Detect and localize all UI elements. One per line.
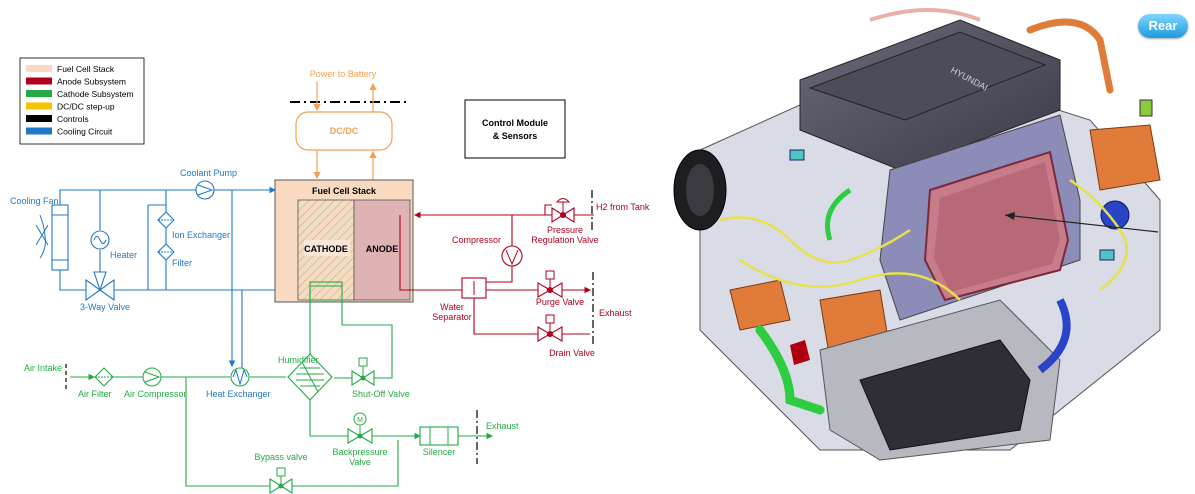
drain-valve <box>538 315 562 341</box>
legend-label: Cooling Circuit <box>57 127 113 137</box>
ion-exchanger-symbol <box>158 212 174 228</box>
fuel-cell-module-illustration: HYUNDAI <box>674 10 1160 460</box>
control-module-label: Control Module <box>482 118 548 128</box>
air-compressor <box>143 368 161 386</box>
water-separator-label: Water <box>440 302 464 312</box>
cathode-label: CATHODE <box>304 244 348 254</box>
purge-valve-label: Purge Valve <box>536 297 584 307</box>
filter-label: Filter <box>172 258 192 268</box>
legend-swatch <box>26 90 52 97</box>
pressure-regulation-label: Pressure <box>547 225 583 235</box>
cooling-fan <box>36 205 68 270</box>
pressure-regulation-valve <box>552 199 574 223</box>
legend-swatch <box>26 128 52 135</box>
legend-label: Cathode Subsystem <box>57 89 134 99</box>
air-intake-label: Air Intake <box>24 363 62 373</box>
three-way-valve-label: 3-Way Valve <box>80 302 130 312</box>
heat-exchanger-label: Heat Exchanger <box>206 389 271 399</box>
shutoff-valve <box>352 358 374 385</box>
backpressure-valve-label: Backpressure <box>332 447 387 457</box>
power-to-battery-label: Power to Battery <box>310 69 377 79</box>
three-way-valve <box>86 272 114 300</box>
ion-exchanger-label: Ion Exchanger <box>172 230 230 240</box>
legend-label: Controls <box>57 114 89 124</box>
control-module-label-2: & Sensors <box>493 131 538 141</box>
exhaust-anode-label: Exhaust <box>599 308 632 318</box>
legend-swatch <box>26 78 52 85</box>
legend-swatch <box>26 115 52 122</box>
air-compressor-label: Air Compressor <box>124 389 187 399</box>
heater-label: Heater <box>110 250 137 260</box>
dcdc-group: Power to Battery DC/DC <box>290 69 406 180</box>
legend-label: Fuel Cell Stack <box>57 64 115 74</box>
legend-swatch <box>26 65 52 72</box>
water-separator-label-2: Separator <box>432 312 472 322</box>
cooling-fan-label: Cooling Fan <box>10 196 59 206</box>
water-separator <box>462 278 486 298</box>
bypass-valve <box>270 468 292 493</box>
legend-label: Anode Subsystem <box>57 77 126 87</box>
control-module: Control Module & Sensors <box>465 100 565 158</box>
fuel-cell-stack-label: Fuel Cell Stack <box>312 186 377 196</box>
shutoff-valve-label: Shut-Off Valve <box>352 389 410 399</box>
motor-m-label: M <box>357 417 363 424</box>
dcdc-label: DC/DC <box>330 126 359 136</box>
compressor-label: Compressor <box>452 235 501 245</box>
coolant-pump <box>196 181 214 199</box>
drain-valve-label: Drain Valve <box>549 348 595 358</box>
pressure-regulation-label-2: Regulation Valve <box>531 235 598 245</box>
rear-view-badge[interactable]: Rear <box>1138 14 1188 38</box>
legend-swatch <box>26 103 52 110</box>
air-filter <box>95 368 113 386</box>
air-filter-label: Air Filter <box>78 389 112 399</box>
bypass-valve-label: Bypass valve <box>254 452 307 462</box>
backpressure-valve: M <box>348 413 372 443</box>
anode-label: ANODE <box>366 244 399 254</box>
legend-label: DC/DC step-up <box>57 102 115 112</box>
coolant-pump-label: Coolant Pump <box>180 168 237 178</box>
purge-valve <box>538 271 562 297</box>
hydrogen-compressor <box>502 246 522 266</box>
silencer-label: Silencer <box>423 447 456 457</box>
silencer <box>420 427 458 445</box>
fuel-cell-stack: Fuel Cell Stack CATHODE ANODE <box>275 180 413 302</box>
heater <box>91 231 109 249</box>
h2-from-tank-label: H2 from Tank <box>596 202 650 212</box>
backpressure-valve-label-2: Valve <box>349 457 371 467</box>
exhaust-cathode-label: Exhaust <box>486 421 519 431</box>
humidifier-label: Humidifier <box>278 355 319 365</box>
heat-exchanger <box>231 368 249 386</box>
